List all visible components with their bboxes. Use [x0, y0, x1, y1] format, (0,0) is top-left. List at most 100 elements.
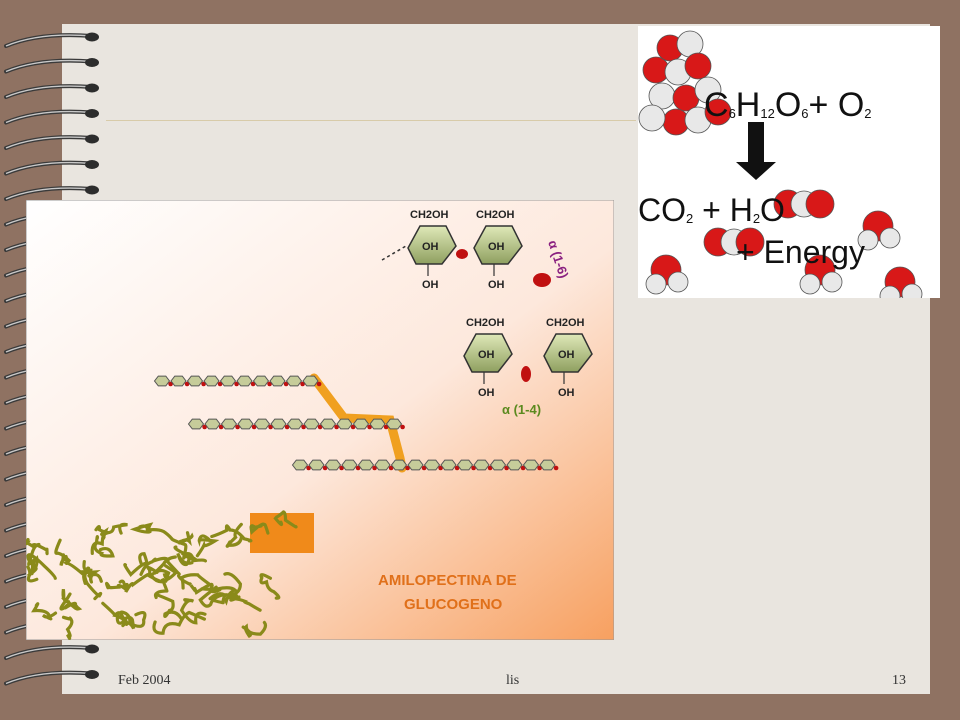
glucose-unit [186, 375, 204, 387]
hydrogen-symbol: H [735, 86, 761, 124]
water-h: H [729, 192, 753, 228]
bond-oxygen [533, 273, 551, 287]
ring-wire [4, 33, 94, 48]
glycosidic-bond [251, 424, 257, 430]
ring-ch2oh-label: CH2OH [476, 209, 515, 221]
glucose-unit [302, 375, 319, 387]
bond-oxygen [521, 366, 531, 382]
chain-continuation [381, 245, 407, 261]
glycogen-tangle [24, 510, 298, 640]
binding-ring [4, 109, 99, 125]
glycogen-strand [153, 564, 178, 600]
glucose-unit [357, 459, 375, 471]
glycosidic-bond [250, 381, 256, 387]
glycosidic-bond [383, 424, 389, 430]
plus-sign-2: + [702, 192, 721, 228]
glycosidic-bond [268, 424, 273, 430]
glycogen-strand [124, 572, 163, 593]
glucose-unit [319, 418, 337, 430]
glucose-unit [153, 375, 171, 387]
ring-highlight [5, 34, 93, 47]
ring-hexagon [543, 333, 593, 373]
equation-panel: C6H12O6+ O2 CO2 + H2O + Energy [638, 26, 940, 298]
glucose-unit [285, 375, 303, 387]
footer-author: lis [506, 673, 520, 688]
ring-hexagon [463, 333, 513, 373]
hydrogen-atom [879, 227, 901, 249]
glucose-unit [440, 459, 457, 471]
glucose-unit [473, 459, 490, 471]
glycosidic-bond [421, 465, 427, 471]
hydrogen-atom [694, 76, 722, 104]
glycosidic-bond [202, 424, 207, 430]
glucose-unit [539, 459, 556, 471]
water-h-count: 2 [752, 211, 761, 226]
glycogen-strand [152, 610, 206, 635]
ring-wire [4, 84, 94, 99]
glucose-unit [308, 459, 325, 471]
glycogen-strand [177, 574, 214, 595]
binding-ring [4, 644, 99, 660]
glycosidic-bond [322, 465, 328, 471]
glycosidic-bond [301, 424, 306, 430]
ring-oh-label: OH [478, 349, 495, 361]
binding-ring [4, 58, 99, 74]
ring-highlight [5, 110, 93, 124]
ring-oh-label: OH [558, 349, 575, 361]
ring-highlight [5, 646, 93, 659]
glucose-unit [341, 459, 358, 471]
glycogen-strand [195, 534, 220, 558]
glucose-unit [170, 375, 187, 387]
glycogen-strand [241, 620, 268, 639]
glycosidic-bond [217, 381, 223, 387]
glycosidic-bond [184, 381, 190, 387]
ring-highlight [5, 187, 93, 200]
ring-highlight [5, 59, 93, 73]
glucose-unit [187, 418, 205, 430]
glycogen-strand [210, 524, 253, 543]
glycogen-strand [94, 522, 128, 535]
glycosidic-bond [471, 465, 476, 471]
glycosidic-bond [334, 424, 339, 430]
ring-hexagon [473, 225, 523, 265]
binding-hole [85, 670, 99, 679]
glycosidic-bond [388, 465, 394, 471]
carbon-dioxide: CO [638, 192, 686, 228]
glycosidic-bond [405, 465, 410, 471]
glycosidic-bond [300, 381, 305, 387]
footer-page-number: 13 [892, 673, 906, 688]
bond-oxygen [456, 249, 468, 259]
glucose-unit [286, 418, 304, 430]
ring-wire [4, 186, 94, 201]
oxygen-atom [735, 227, 765, 257]
glucose-unit [374, 459, 391, 471]
glycosidic-bond [317, 424, 323, 430]
hydrogen-atom [667, 271, 689, 293]
glycosidic-bond [201, 381, 206, 387]
glucose-chains [153, 373, 559, 473]
title-rule [106, 120, 636, 121]
bond-alpha-1-4-label: α (1-4) [502, 402, 541, 417]
hydrogen-atom [857, 229, 879, 251]
ring-wire [4, 135, 94, 150]
hydrogen-count: 12 [760, 106, 775, 121]
glycogen-strand [249, 522, 270, 535]
glycosidic-bond [553, 465, 559, 471]
ring-oh-bottom-label: OH [478, 387, 495, 399]
binding-hole [85, 109, 99, 118]
oxygen-atom [805, 189, 835, 219]
ring-wire [4, 160, 94, 176]
glycogen-strand [180, 552, 207, 563]
ring-wire [4, 645, 94, 660]
glucose-unit [489, 459, 507, 471]
glycosidic-bond [454, 465, 460, 471]
hydrogen-atom [799, 273, 821, 295]
ring-oh-bottom-label: OH [488, 279, 505, 291]
binding-ring [4, 32, 99, 48]
glycosidic-bond [504, 465, 509, 471]
oxygen-molecule: O [837, 86, 865, 124]
glucose-unit [203, 375, 220, 387]
